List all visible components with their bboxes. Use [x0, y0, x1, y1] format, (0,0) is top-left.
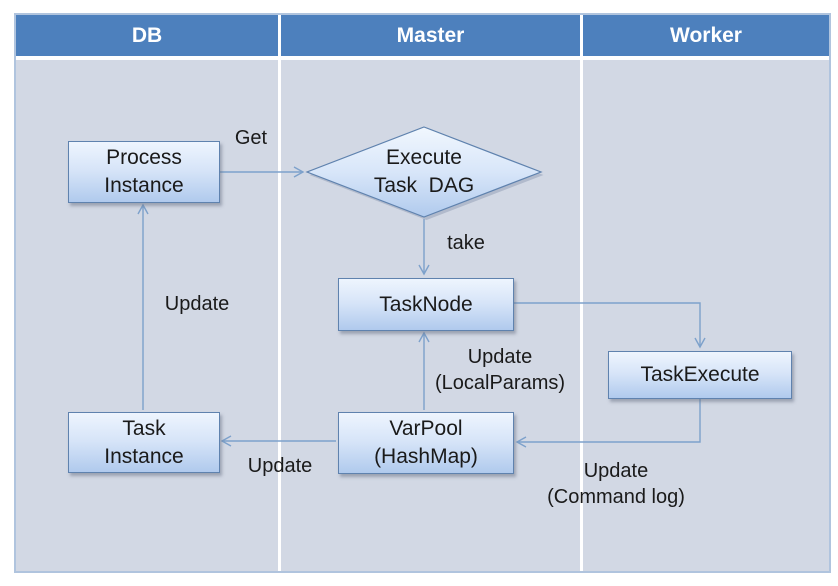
- edge-label-take: take: [447, 232, 485, 254]
- node-var-pool-line1: VarPool: [389, 417, 463, 440]
- node-var-pool: VarPool (HashMap): [338, 412, 514, 474]
- node-task-execute: TaskExecute: [608, 351, 792, 399]
- edge-label-update-process-instance: Update: [164, 293, 230, 315]
- edge-label-update-command-log: Update (Command log): [547, 458, 685, 510]
- lane-header-db: DB: [16, 15, 278, 56]
- edge-label-update-local-params-line1: Update: [467, 346, 533, 368]
- node-task-node-line1: TaskNode: [379, 292, 473, 316]
- node-execute-task-dag-label: Execute Task DAG: [324, 143, 524, 201]
- node-process-instance-line1: Process: [106, 146, 182, 169]
- edge-label-update-local-params: Update (LocalParams): [435, 344, 565, 396]
- node-task-instance: Task Instance: [68, 412, 220, 473]
- edge-label-update-command-log-line2: (Command log): [547, 486, 685, 508]
- edge-label-update-command-log-line1: Update: [583, 460, 649, 482]
- node-task-instance-line2: Instance: [104, 444, 184, 468]
- edge-label-update-local-params-line2: (LocalParams): [434, 372, 566, 394]
- lane-header-worker-label: Worker: [670, 23, 742, 47]
- node-process-instance: Process Instance: [68, 141, 220, 203]
- node-task-node: TaskNode: [338, 278, 514, 331]
- lane-header-master: Master: [281, 15, 580, 56]
- node-process-instance-line2: Instance: [104, 174, 184, 197]
- edge-label-update-task-instance: Update: [247, 455, 313, 477]
- node-task-instance-line1: Task: [122, 416, 166, 440]
- node-execute-task-dag-line2: Task DAG: [373, 174, 475, 197]
- lane-header-worker: Worker: [583, 15, 829, 56]
- node-execute-task-dag-line1: Execute: [386, 146, 462, 169]
- lane-header-master-label: Master: [396, 23, 465, 47]
- node-task-execute-line1: TaskExecute: [640, 363, 760, 386]
- edge-label-get: Get: [234, 127, 268, 149]
- node-var-pool-line2: (HashMap): [374, 445, 478, 468]
- lane-header-db-label: DB: [131, 23, 163, 47]
